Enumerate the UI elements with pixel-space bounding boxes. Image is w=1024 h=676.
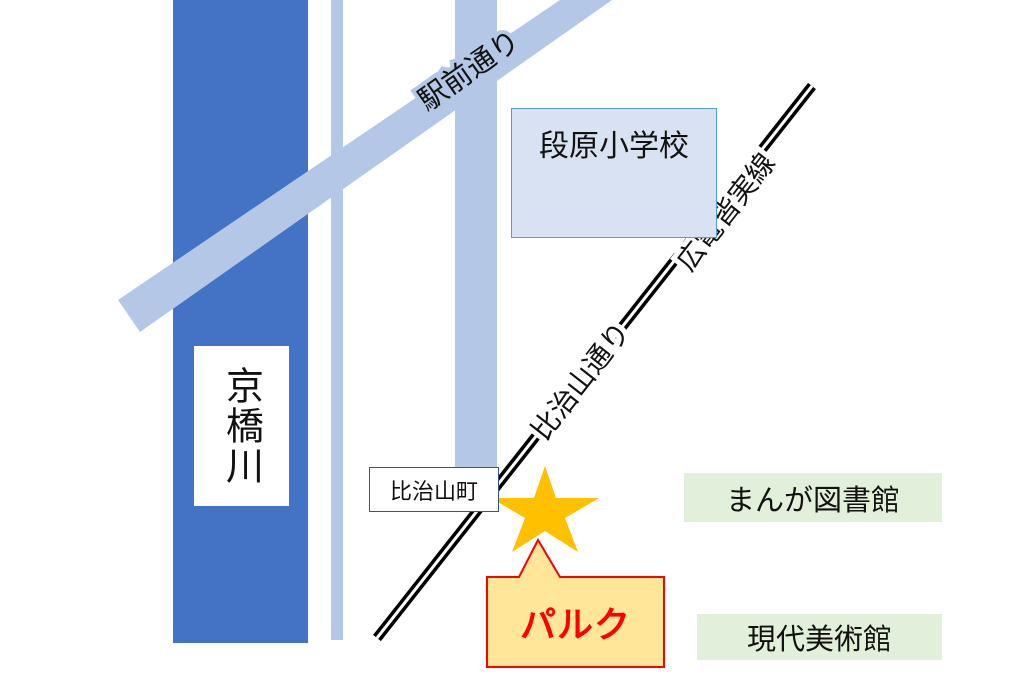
star-icon [491, 466, 599, 552]
river-label: 京橋川 [194, 346, 289, 506]
destination-label: パルク [519, 605, 631, 646]
tram-rail-gap [375, 85, 814, 639]
destination-callout [486, 537, 665, 668]
river-kyobashi [173, 0, 308, 643]
art-museum-label: 現代美術館 [697, 614, 942, 660]
school-label: 段原小学校 [511, 108, 717, 238]
road-ekimae [118, 0, 612, 332]
manga-library-label: まんが図書館 [684, 473, 942, 522]
hijiyama-road-label: 比治山通り [525, 316, 637, 447]
station-label: 比治山町 [369, 467, 499, 512]
road-thin-vertical [331, 0, 343, 640]
